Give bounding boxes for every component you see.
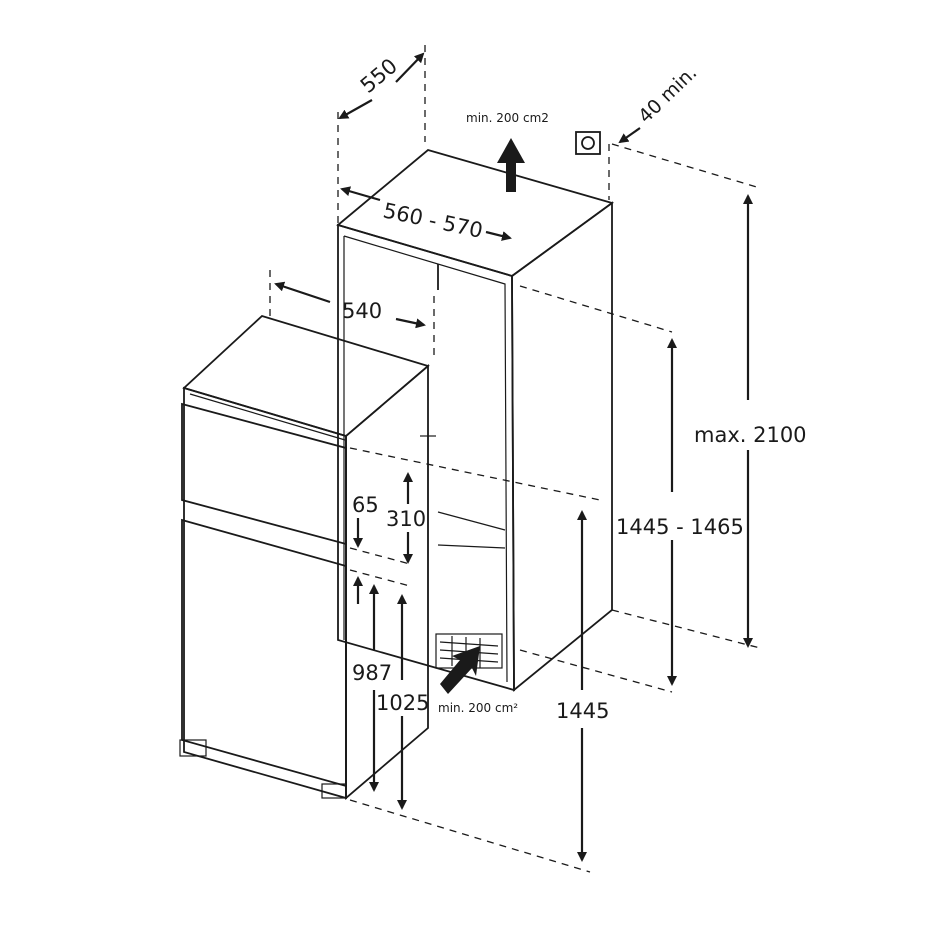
dimension-arrows	[274, 52, 753, 862]
vent-label-bottom: min. 200 cm²	[438, 701, 518, 715]
extension-lines	[269, 45, 761, 873]
dimension-label-max-2100: max. 2100	[694, 423, 807, 447]
dimension-label-1025: 1025	[376, 691, 429, 715]
dimension-label-40-min: 40 min.	[634, 62, 701, 128]
top-vent-icon	[575, 131, 601, 155]
airflow-up-arrow	[497, 138, 525, 192]
freezer-door	[181, 402, 347, 546]
dimension-label-1445-1465: 1445 - 1465	[616, 515, 744, 539]
fridge-appliance	[182, 314, 436, 800]
dimension-label-987: 987	[352, 661, 392, 685]
fridge-door	[179, 518, 347, 799]
dimension-label-550: 550	[356, 54, 402, 98]
vent-label-top: min. 200 cm2	[466, 111, 549, 125]
dimension-label-560-570: 560 - 570	[381, 198, 485, 242]
dimension-label-540: 540	[342, 299, 382, 323]
dimension-label-65: 65	[352, 493, 379, 517]
dimension-label-310: 310	[386, 507, 426, 531]
dimension-label-1445: 1445	[556, 699, 609, 723]
airflow-in-arrow	[440, 646, 480, 694]
